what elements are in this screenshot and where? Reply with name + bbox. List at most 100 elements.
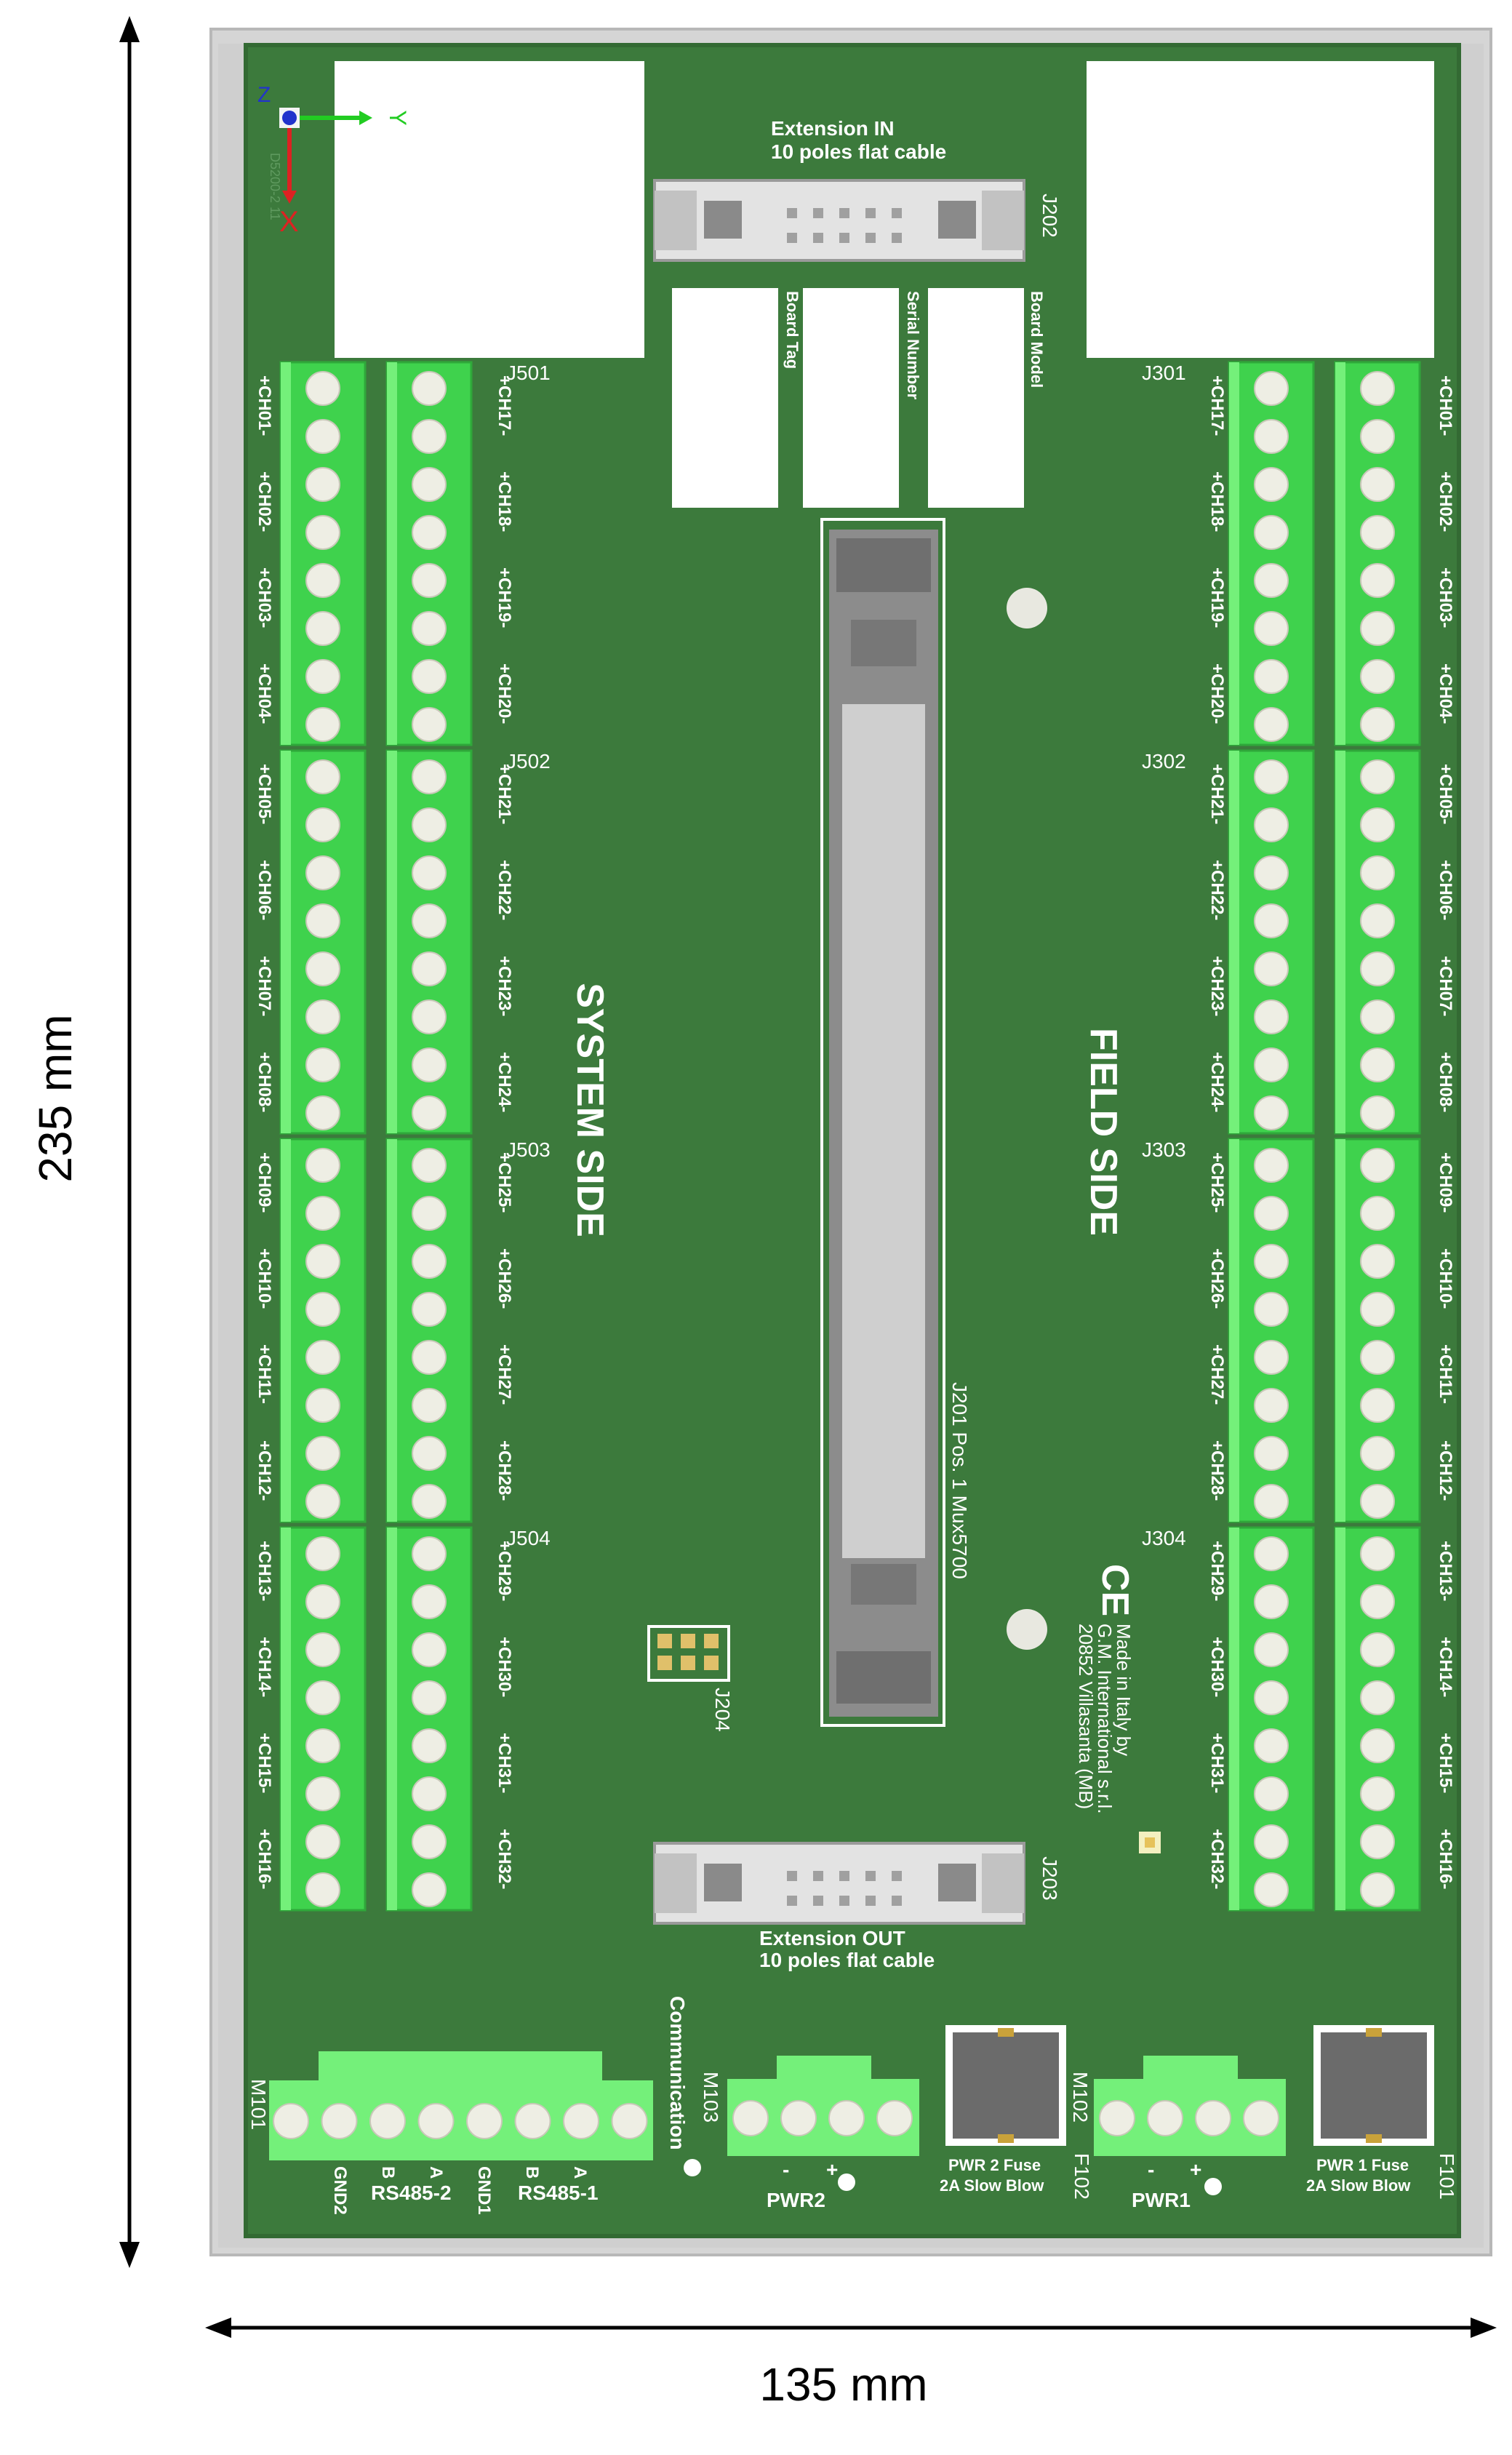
terminal-column-edge: [387, 751, 397, 1133]
terminal-block-ref: J504: [506, 1527, 551, 1549]
connector-pin: [892, 208, 902, 218]
terminal-screw: [1360, 563, 1395, 598]
channel-label: +CH28-: [1207, 1440, 1227, 1501]
board-model-box: [928, 288, 1024, 508]
f102-contact-bottom: [998, 2134, 1014, 2143]
m101-pin-label: GND2: [330, 2166, 350, 2215]
connector-pin: [787, 1896, 797, 1906]
m101-ref: M101: [247, 2079, 270, 2130]
terminal-screw: [305, 999, 340, 1034]
terminal-screw: [369, 2103, 406, 2139]
m102-screws: [1099, 2100, 1279, 2136]
terminal-block-ref: J503: [506, 1138, 551, 1161]
terminal-block-j504: +CH13-+CH14-+CH15-+CH16-+CH29-+CH30-+CH3…: [255, 1526, 551, 1912]
maker-marking: CE Made in Italy by G.M. International s…: [1075, 1564, 1161, 1853]
terminal-screw: [305, 855, 340, 890]
terminal-screw: [417, 2103, 455, 2139]
terminal-screw: [412, 371, 447, 406]
terminal-screw: [305, 515, 340, 550]
j201-top-block: [851, 620, 916, 666]
channel-label: +CH11-: [255, 1344, 274, 1404]
serial-number-label: Serial Number: [904, 291, 922, 400]
connector-pin: [865, 233, 876, 243]
j202-subtitle: 10 poles flat cable: [771, 140, 946, 163]
m103-terminal: M103 - + PWR2: [700, 2056, 919, 2211]
connector-pin: [865, 1896, 876, 1906]
connector-pin: [813, 1871, 823, 1881]
channel-label: +CH24-: [1207, 1052, 1227, 1112]
channel-label: +CH14-: [255, 1637, 274, 1697]
terminal-screw: [1147, 2100, 1183, 2136]
connector-pin: [813, 1896, 823, 1906]
channel-label: +CH30-: [1207, 1637, 1227, 1697]
serial-number-box: [803, 288, 899, 508]
j204-header: J204: [647, 1625, 734, 1732]
channel-label: +CH24-: [495, 1052, 514, 1112]
terminal-screw: [1360, 1824, 1395, 1859]
height-arrow-bottom: [119, 2242, 140, 2268]
terminal-screw: [412, 1728, 447, 1763]
terminal-screw: [1254, 1196, 1289, 1231]
terminal-screw: [412, 1632, 447, 1667]
terminal-screw: [305, 951, 340, 986]
terminal-screw: [305, 659, 340, 694]
communication-led: [684, 2159, 701, 2176]
channel-label: +CH21-: [495, 764, 514, 824]
terminal-screw: [273, 2103, 309, 2139]
terminal-screw: [305, 1047, 340, 1082]
terminal-screw: [1360, 1292, 1395, 1327]
terminal-screw: [305, 1632, 340, 1667]
terminal-screw: [305, 1388, 340, 1423]
terminal-screw: [412, 1292, 447, 1327]
j201-bottom-cap: [836, 1651, 931, 1704]
terminal-screw: [1360, 1680, 1395, 1715]
terminal-screw: [1254, 1632, 1289, 1667]
terminal-screw: [1254, 1292, 1289, 1327]
terminal-block-ref: J302: [1142, 750, 1186, 773]
terminal-screw: [412, 1388, 447, 1423]
channel-label: +CH22-: [1207, 860, 1227, 920]
terminal-screw: [1360, 903, 1395, 938]
channel-label: +CH21-: [1207, 764, 1227, 824]
j202-pins: [787, 208, 902, 243]
terminal-screw: [1254, 1047, 1289, 1082]
channel-label: +CH26-: [1207, 1248, 1227, 1309]
terminal-screw: [305, 1824, 340, 1859]
field-side-label: FIELD SIDE: [1082, 1028, 1124, 1236]
terminal-screw: [466, 2103, 503, 2139]
terminal-screw: [1360, 1196, 1395, 1231]
height-dimension-label: 235 mm: [29, 1014, 81, 1182]
channel-label: +CH08-: [1436, 1052, 1455, 1112]
terminal-screw: [1254, 1584, 1289, 1619]
terminal-screw: [305, 611, 340, 646]
j202-latch-left: [655, 191, 697, 250]
terminal-screw: [412, 759, 447, 794]
j201-connector: J201 Pos. 1 Mux5700: [820, 518, 971, 1727]
terminal-screw: [412, 1484, 447, 1519]
terminal-column-edge: [1229, 362, 1239, 745]
terminal-screw: [1254, 467, 1289, 502]
terminal-screw: [1099, 2100, 1135, 2136]
channel-label: +CH29-: [1207, 1541, 1227, 1601]
terminal-screw: [1254, 1095, 1289, 1130]
board-tag-label: Board Tag: [783, 291, 801, 369]
terminal-screw: [412, 807, 447, 842]
width-dimension: 135 mm: [205, 2318, 1497, 2411]
m101-pin-label: GND1: [474, 2166, 494, 2215]
mounting-hole-top: [1007, 588, 1047, 628]
terminal-screw: [305, 1584, 340, 1619]
terminal-screw: [1254, 1484, 1289, 1519]
terminal-screw: [412, 1536, 447, 1571]
terminal-screw: [305, 1148, 340, 1183]
board-model-label: Board Model: [1028, 291, 1046, 388]
header-pin: [704, 1634, 719, 1648]
m102-ref: M102: [1069, 2072, 1092, 2123]
j202-latch-right: [982, 191, 1024, 250]
header-pin: [681, 1656, 695, 1670]
axis-origin: [282, 111, 297, 125]
terminal-screw: [1254, 1244, 1289, 1279]
terminal-screw: [1360, 1436, 1395, 1471]
pwr2-led: [838, 2173, 855, 2191]
j201-ref: J201 Pos. 1 Mux5700: [948, 1382, 971, 1579]
led-core: [1145, 1837, 1155, 1848]
